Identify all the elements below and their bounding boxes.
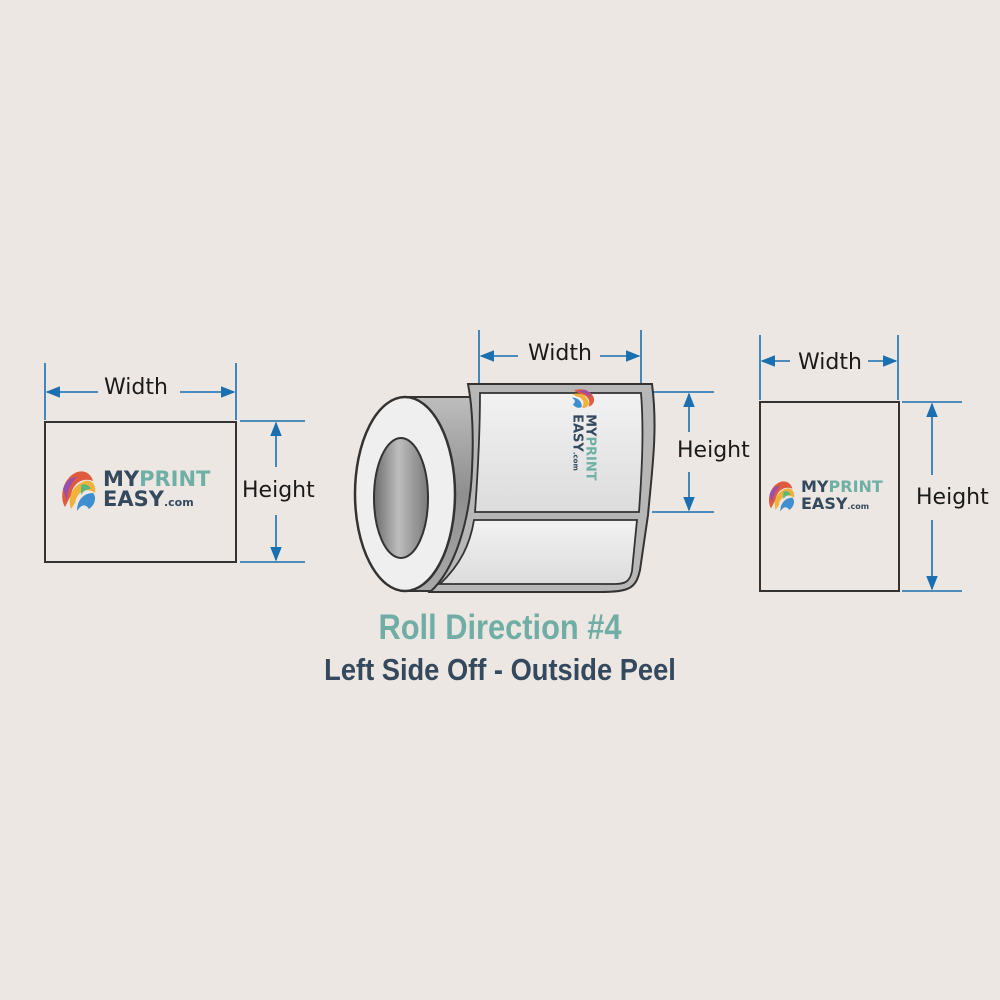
right-width-dimension	[759, 335, 899, 400]
label-roll	[353, 383, 656, 593]
logo-easy: EASY	[801, 493, 848, 513]
left-logo: MYPRINT EASY.com	[57, 467, 210, 513]
right-logo: MYPRINT EASY.com	[765, 478, 883, 513]
right-width-label: Width	[798, 350, 862, 375]
logo-swirl-icon	[769, 481, 795, 512]
left-width-dimension	[44, 363, 237, 420]
logo-easy: EASY	[569, 414, 585, 452]
logo-com: .com	[847, 501, 870, 511]
logo-swirl-icon	[62, 471, 96, 511]
logo-com: .com	[571, 451, 580, 471]
right-height-dimension	[902, 401, 962, 592]
roll-height-label: Height	[677, 438, 750, 463]
left-height-dimension	[240, 420, 305, 563]
logo-print: PRINT	[139, 467, 211, 492]
roll-width-dimension	[478, 330, 642, 385]
logo-swirl-icon	[571, 389, 594, 408]
roll-direction-subtitle: Left Side Off - Outside Peel	[324, 652, 676, 687]
left-height-label: Height	[242, 478, 315, 503]
left-width-label: Width	[104, 375, 168, 400]
roll-logo: MYPRINT EASY.com	[569, 386, 598, 481]
roll-direction-title: Roll Direction #4	[378, 608, 622, 647]
logo-my: MY	[582, 414, 598, 437]
logo-my: MY	[801, 477, 829, 497]
right-label-preview	[759, 401, 900, 592]
right-height-label: Height	[916, 485, 989, 510]
logo-my: MY	[103, 467, 140, 492]
logo-easy: EASY	[103, 487, 164, 511]
logo-print: PRINT	[582, 436, 598, 481]
roll-width-label: Width	[528, 341, 592, 366]
logo-print: PRINT	[828, 477, 883, 497]
logo-com: .com	[163, 496, 194, 509]
roll-height-dimension	[652, 391, 714, 513]
